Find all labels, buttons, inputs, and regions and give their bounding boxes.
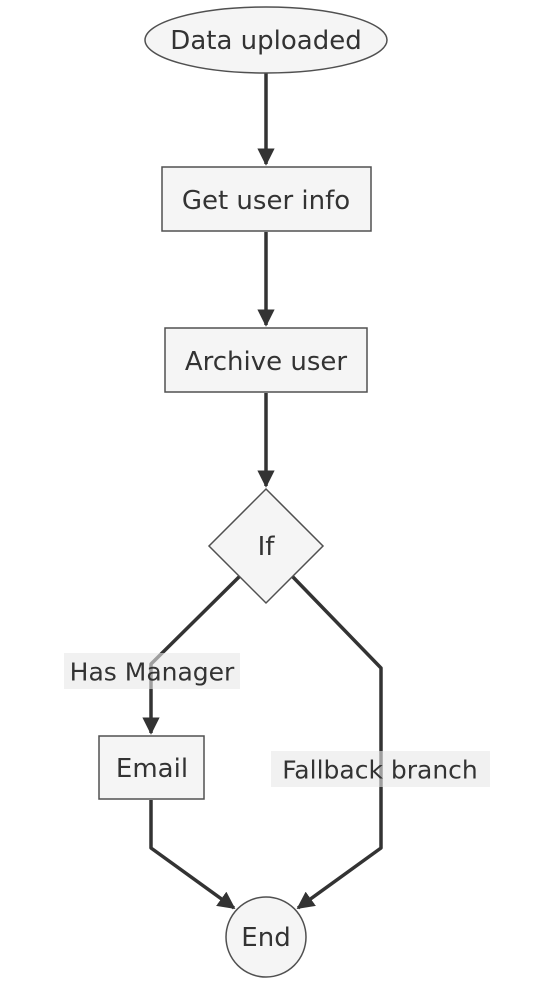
node-if-label: If bbox=[258, 532, 276, 562]
node-email-label: Email bbox=[116, 754, 188, 784]
node-end[interactable]: End bbox=[225, 896, 307, 978]
edge-label-has-manager: Has Manager bbox=[64, 653, 240, 689]
node-archive-user-label: Archive user bbox=[185, 347, 348, 377]
node-data-uploaded[interactable]: Data uploaded bbox=[144, 6, 388, 74]
edge-label-fallback-branch: Fallback branch bbox=[271, 751, 490, 787]
edge-email-to-end bbox=[149, 800, 236, 910]
node-end-label: End bbox=[241, 923, 290, 953]
node-if-decision[interactable]: If bbox=[207, 487, 325, 605]
node-get-user-info[interactable]: Get user info bbox=[161, 166, 372, 232]
node-data-uploaded-label: Data uploaded bbox=[170, 26, 361, 56]
node-email[interactable]: Email bbox=[98, 735, 205, 800]
edge-label-fallback-branch-text: Fallback branch bbox=[282, 756, 478, 785]
node-archive-user[interactable]: Archive user bbox=[164, 327, 368, 393]
edge-if-to-end bbox=[290, 574, 383, 910]
edge-label-has-manager-text: Has Manager bbox=[70, 658, 235, 687]
node-get-user-info-label: Get user info bbox=[182, 186, 350, 216]
